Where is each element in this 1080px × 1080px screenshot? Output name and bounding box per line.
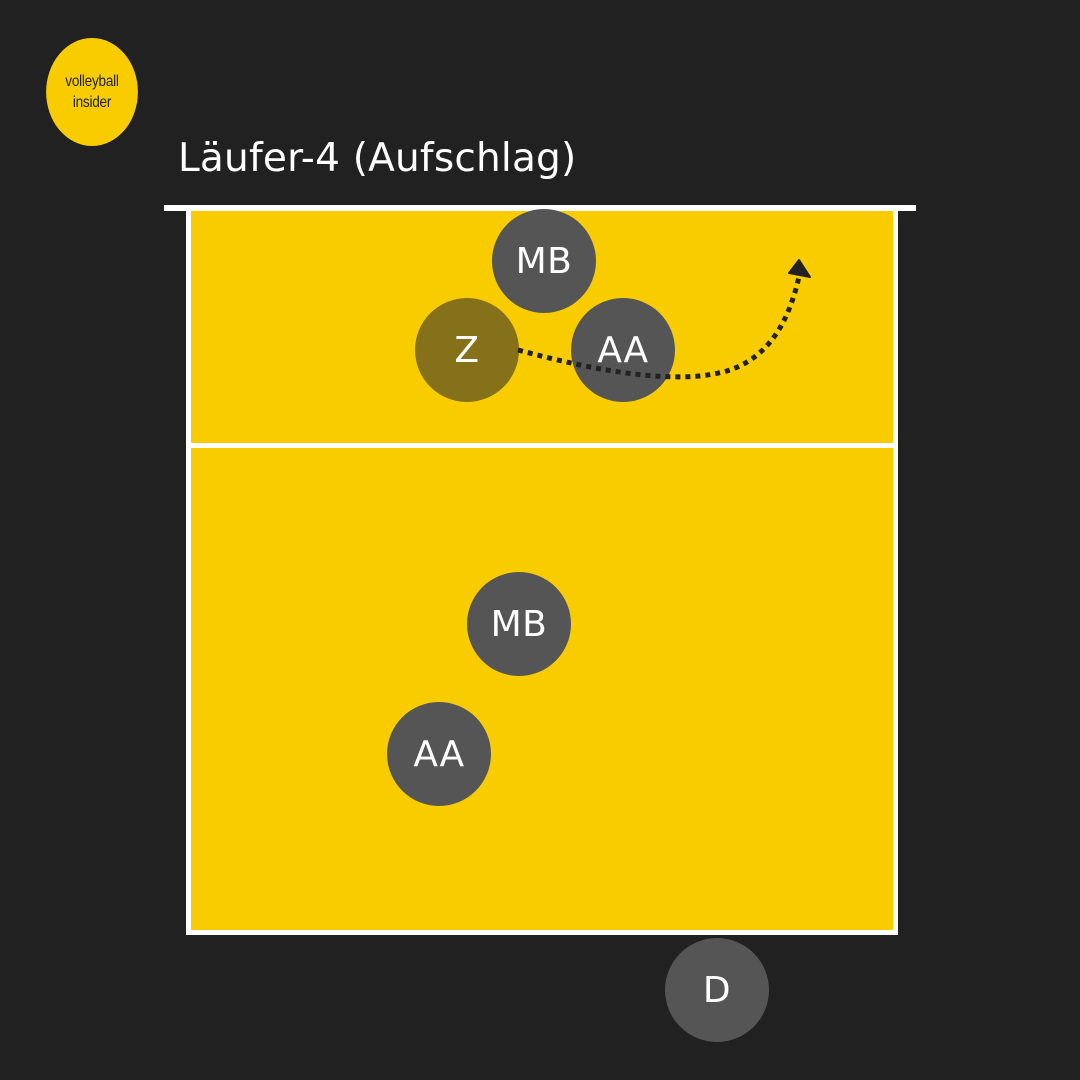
player-setter-z: Z	[415, 298, 519, 402]
logo-line-1: volleyball	[65, 73, 119, 90]
player-back-aa: AA	[387, 702, 491, 806]
net-line	[164, 205, 916, 211]
volleyball-insider-logo: volleyball insider	[46, 38, 138, 146]
diagram-title: Läufer-4 (Aufschlag)	[178, 136, 577, 181]
player-back-mb: MB	[467, 572, 571, 676]
player-front-aa: AA	[571, 298, 675, 402]
logo-line-2: insider	[72, 94, 112, 111]
court-back-zone	[186, 448, 898, 935]
player-front-mb: MB	[492, 209, 596, 313]
player-server-d: D	[665, 938, 769, 1042]
